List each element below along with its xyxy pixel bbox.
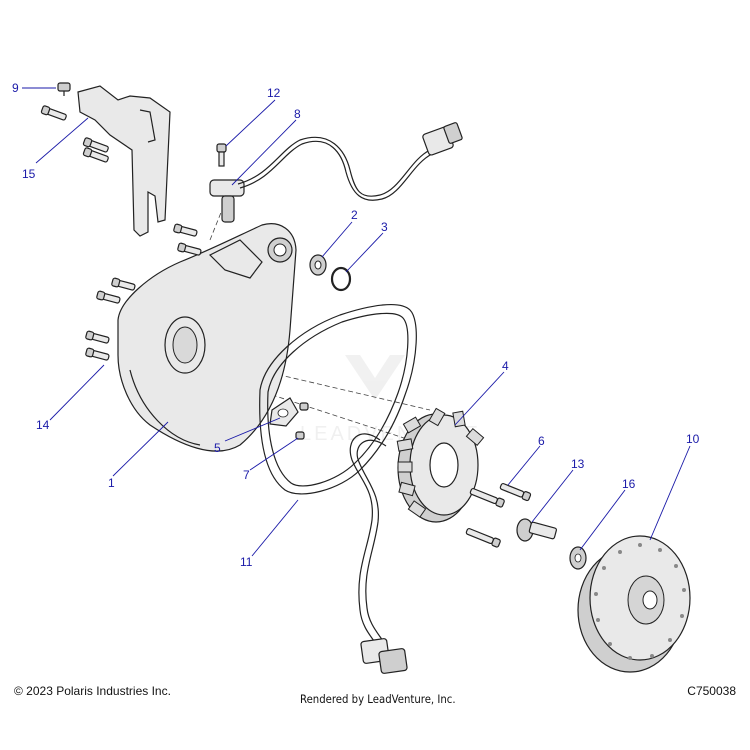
- flywheel-bolt-part: [516, 518, 558, 542]
- callout-6: 6: [538, 434, 545, 448]
- callout-13: 13: [571, 457, 585, 471]
- grommet-plate-part: [269, 397, 299, 427]
- callout-2: 2: [351, 208, 358, 222]
- plate-screws: [295, 402, 309, 440]
- bracket-bolts: [40, 105, 109, 163]
- callout-10: 10: [686, 432, 700, 446]
- stator-part: [396, 407, 485, 523]
- stator-cover-part: [117, 223, 297, 452]
- callout-5: 5: [214, 441, 221, 455]
- leader-lines: [22, 87, 691, 557]
- snap-ring-part: [330, 266, 352, 292]
- callout-7: 7: [243, 468, 250, 482]
- callout-11: 11: [240, 555, 253, 569]
- callout-4: 4: [502, 359, 509, 373]
- callout-16: 16: [622, 477, 636, 491]
- flywheel-part: [577, 535, 691, 673]
- callout-3: 3: [381, 220, 388, 234]
- copyright-text: © 2023 Polaris Industries Inc.: [14, 684, 171, 698]
- stator-harness: [349, 433, 408, 674]
- rendered-by-text: Rendered by LeadVenture, Inc.: [300, 692, 456, 706]
- callout-12: 12: [267, 86, 281, 100]
- callout-labels: 9 15 12 8 2 3 4 14 1 5 7 11 6 13 16 10: [12, 81, 700, 569]
- small-bolt-part: [57, 82, 71, 96]
- cover-bolts: [85, 223, 202, 361]
- callout-9: 9: [12, 81, 19, 95]
- washer-part: [569, 546, 587, 570]
- bracket-part: [77, 85, 171, 237]
- speed-sensor-part: [209, 122, 463, 223]
- callout-8: 8: [294, 107, 301, 121]
- callout-15: 15: [22, 167, 36, 181]
- callout-1: 1: [108, 476, 115, 490]
- diagram-id-text: C750038: [687, 684, 736, 698]
- sensor-bolt-part: [216, 143, 227, 167]
- gasket-part: [259, 304, 417, 495]
- bearing-part: [309, 254, 327, 276]
- stator-bolts: [465, 483, 532, 548]
- callout-14: 14: [36, 418, 50, 432]
